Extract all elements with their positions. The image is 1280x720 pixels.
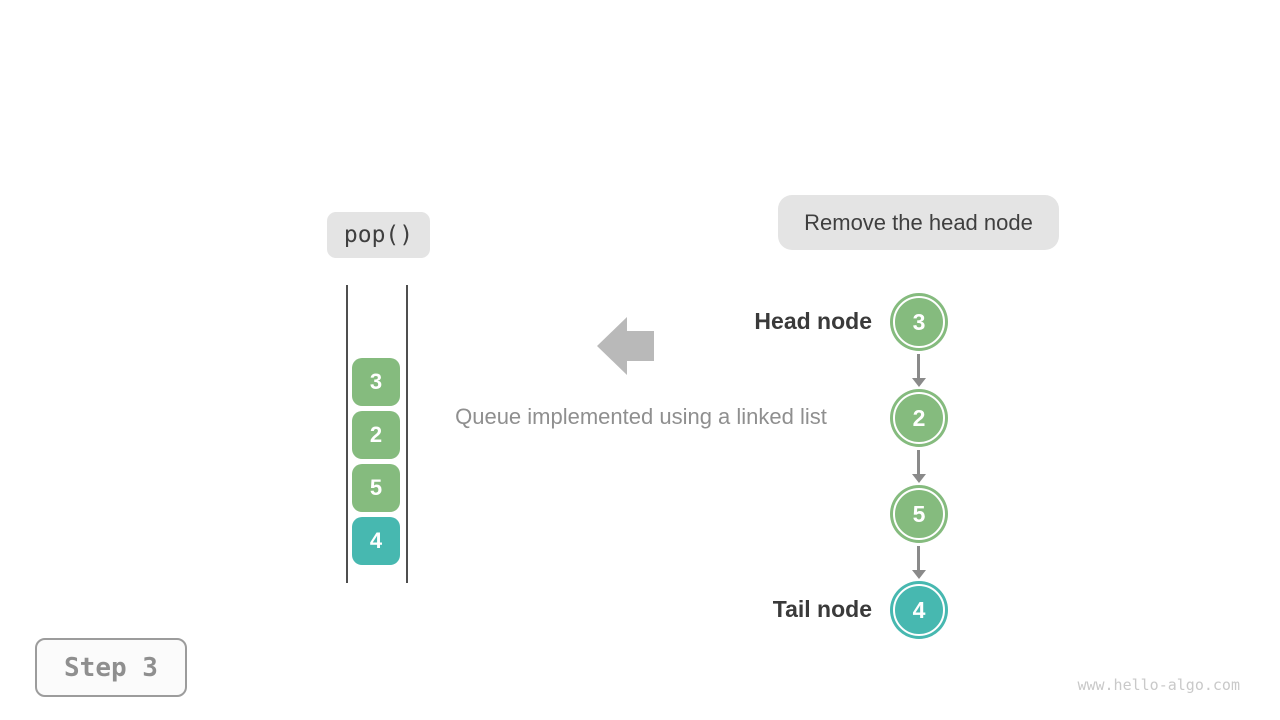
annotation-label: Remove the head node xyxy=(804,209,1033,235)
step-indicator: Step 3 xyxy=(35,638,187,697)
caption: Queue implemented using a linked list xyxy=(455,404,827,429)
tail-node-label: Tail node xyxy=(772,596,872,622)
head-node-label: Head node xyxy=(754,308,872,334)
linked-list-node: 4 xyxy=(890,581,948,639)
pop-operation-label: pop() xyxy=(343,222,414,248)
pop-operation-badge: pop() xyxy=(327,212,430,258)
link-arrow-icon xyxy=(911,354,926,387)
link-arrow-icon xyxy=(911,450,926,483)
linked-list-node: 5 xyxy=(890,485,948,543)
step-indicator-label: Step 3 xyxy=(64,652,158,683)
linked-list-node: 3 xyxy=(890,293,948,351)
link-arrow-icon xyxy=(911,546,926,579)
linked-list-node: 2 xyxy=(890,389,948,447)
annotation-badge: Remove the head node xyxy=(778,195,1059,250)
queue-container-right-wall xyxy=(406,285,408,583)
linked-list-view: 3 2 5 4 xyxy=(890,293,948,639)
queue-cell: 3 xyxy=(352,358,400,406)
queue-cell: 2 xyxy=(352,411,400,459)
queue-container-left-wall xyxy=(346,285,348,583)
queue-array-view: 3 2 5 4 xyxy=(352,358,400,565)
left-arrow-icon xyxy=(597,317,654,375)
watermark: www.hello-algo.com xyxy=(1077,676,1240,694)
queue-cell: 5 xyxy=(352,464,400,512)
queue-cell: 4 xyxy=(352,517,400,565)
